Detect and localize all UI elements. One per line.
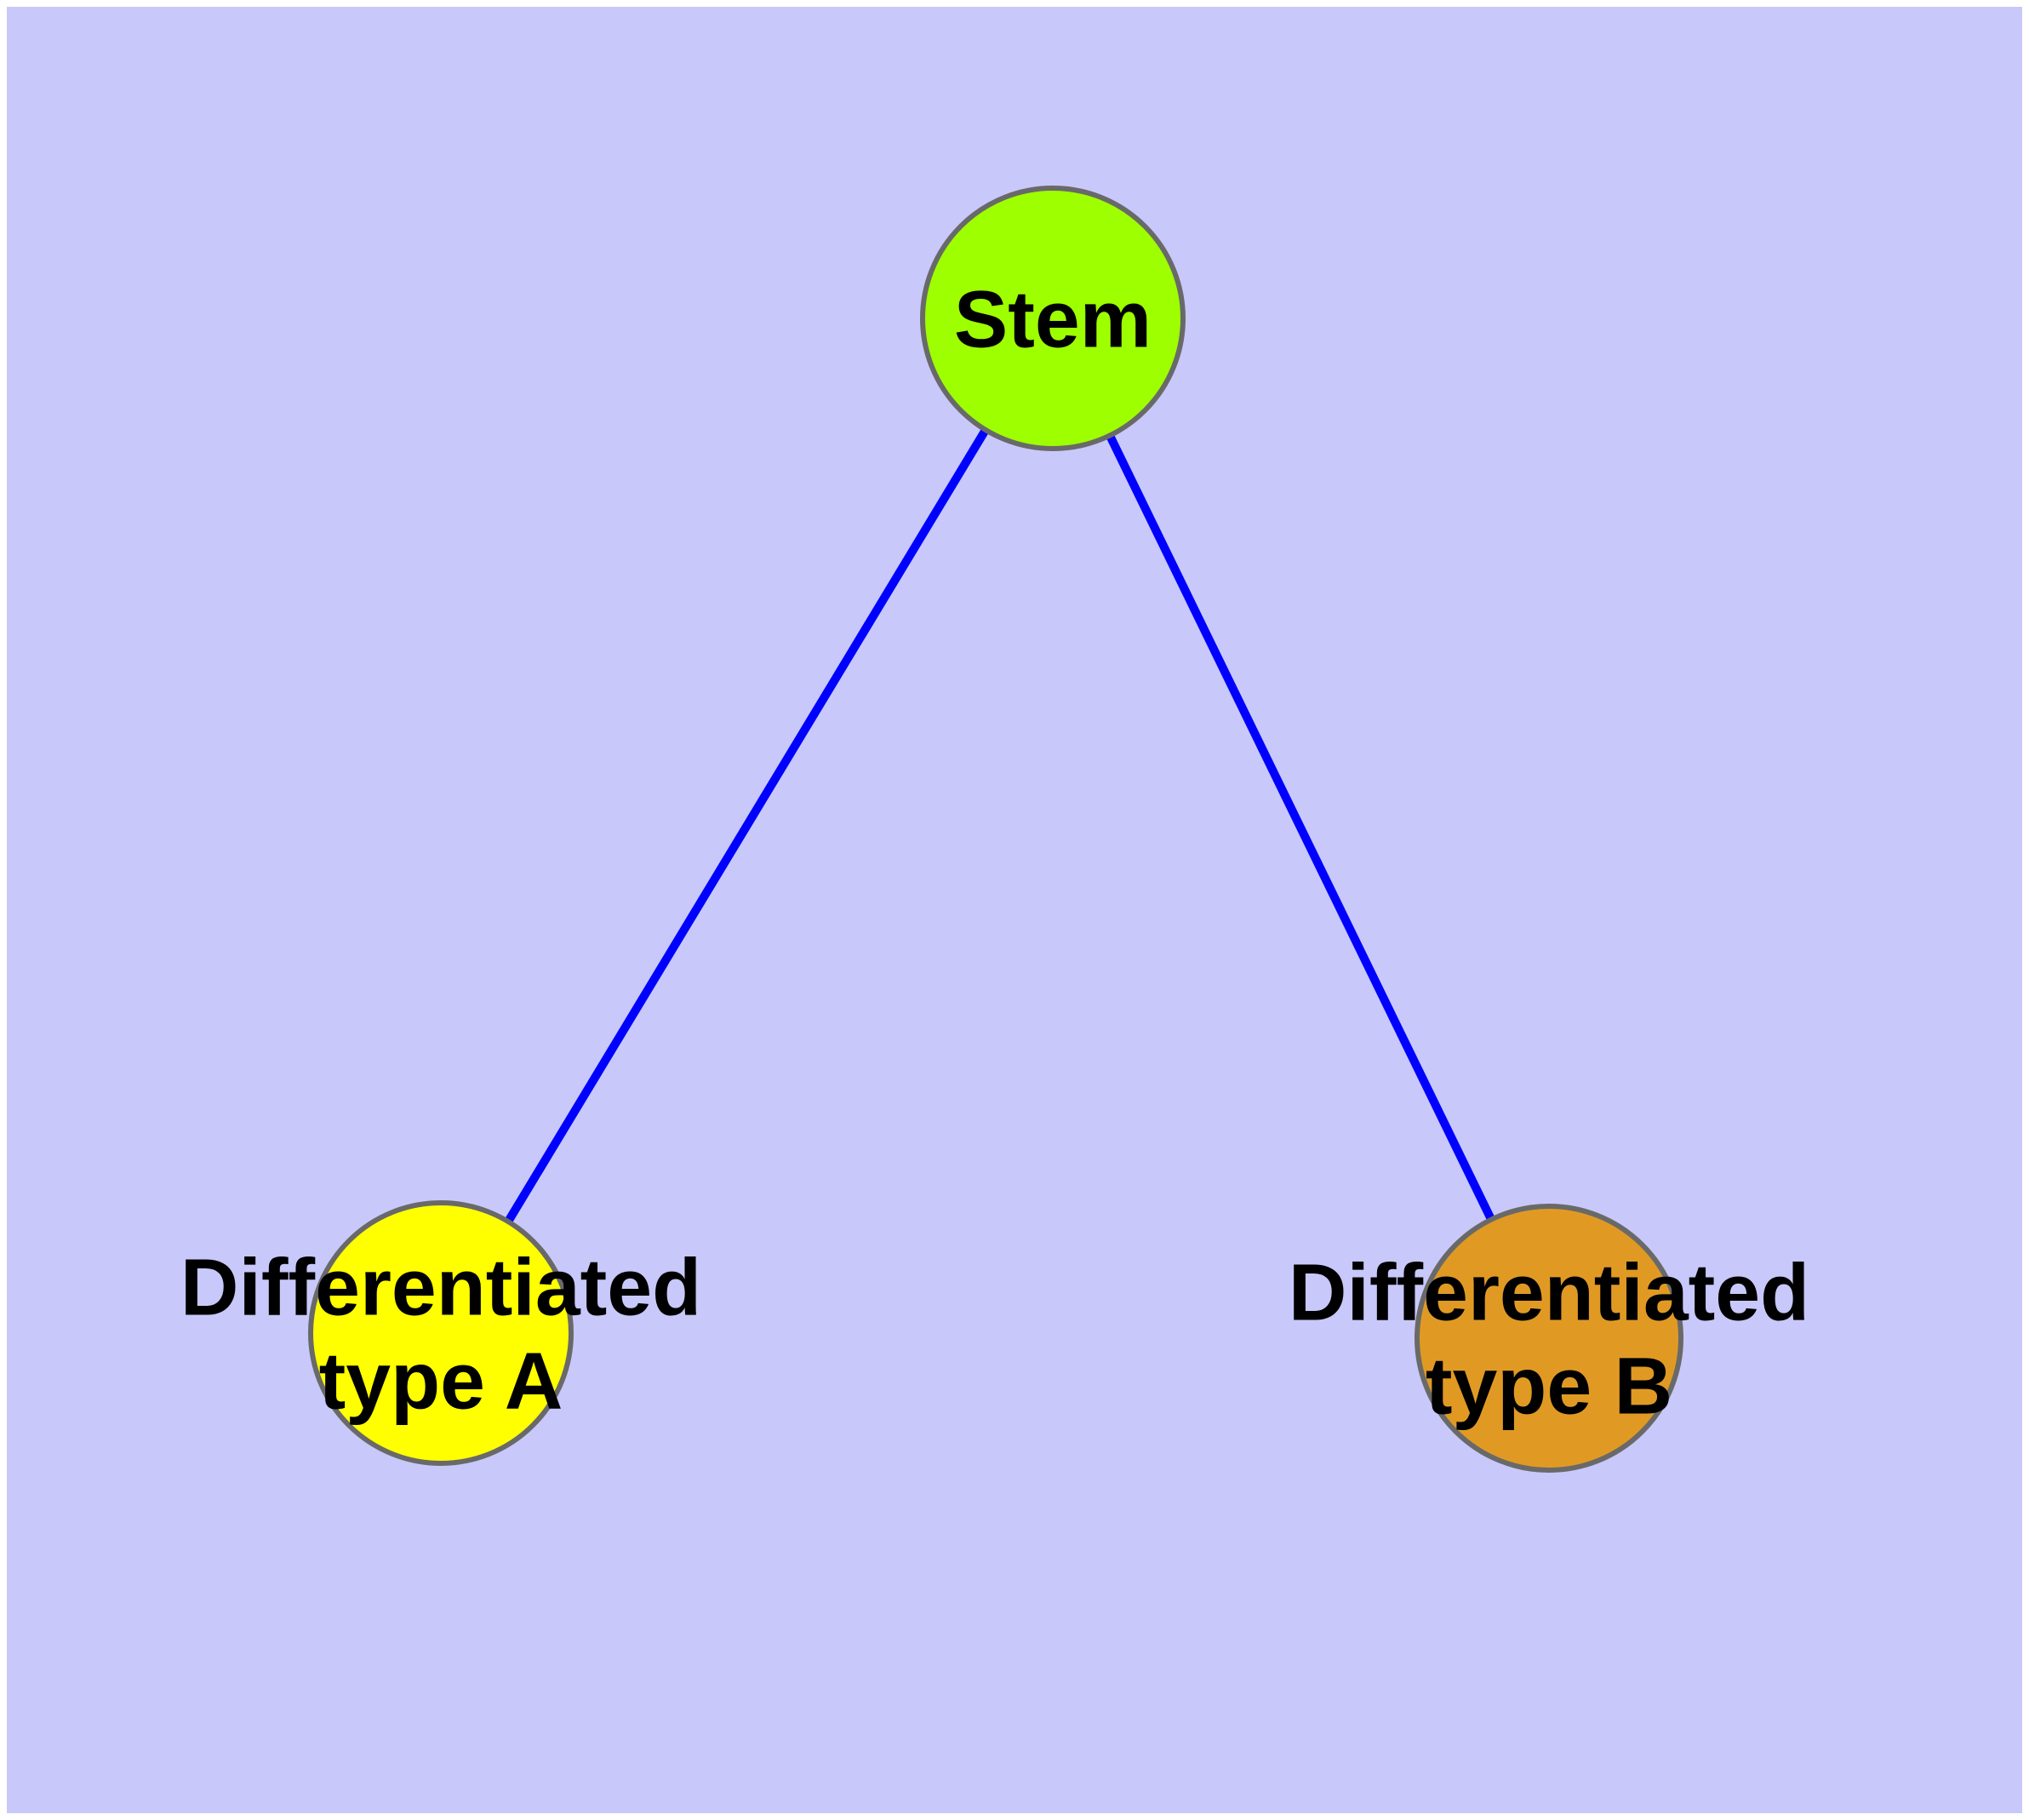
edge-stem-diff-a[interactable]: [437, 316, 1057, 1336]
node-label-line: Differentiated: [180, 1242, 701, 1332]
edges-layer: [437, 316, 1553, 1341]
node-label-stem: Stem: [954, 274, 1152, 364]
node-label-line: Differentiated: [1289, 1247, 1809, 1337]
nodes-layer: [308, 186, 1683, 1473]
node-stem[interactable]: [920, 186, 1186, 451]
node-diff_a[interactable]: [308, 1200, 574, 1466]
node-diff_b[interactable]: [1415, 1204, 1683, 1473]
node-label-line: type A: [319, 1336, 563, 1426]
node-label-line: type B: [1426, 1341, 1672, 1431]
node-label-line: Stem: [954, 274, 1152, 364]
edge-stem-diff-b[interactable]: [1049, 316, 1553, 1341]
